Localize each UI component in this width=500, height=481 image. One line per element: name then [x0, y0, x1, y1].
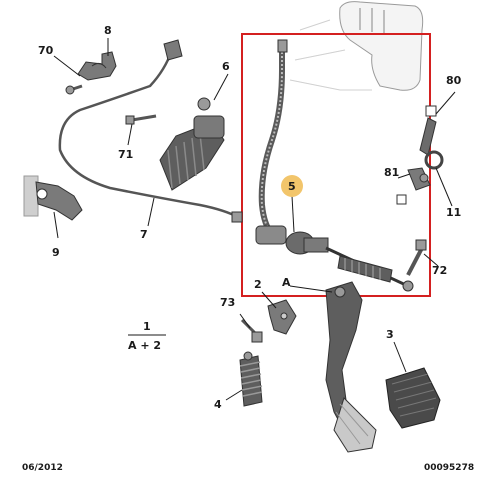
legend-bottom: A + 2	[128, 339, 161, 352]
callout-11: 11	[446, 206, 461, 219]
slave-cylinder	[159, 97, 225, 191]
callout-81: 81	[384, 166, 399, 179]
reservoir-housing	[289, 1, 424, 91]
leader-lines	[53, 38, 456, 401]
bolt-70	[65, 84, 83, 95]
callout-70: 70	[38, 44, 54, 57]
callout-3: 3	[386, 328, 394, 341]
callout-80: 80	[446, 74, 462, 87]
callout-6: 6	[222, 60, 230, 73]
footer-ref: 00095278	[424, 463, 474, 473]
callout-badge-5	[281, 175, 303, 197]
legend: 1 A + 2	[128, 320, 166, 352]
callout-a: A	[282, 276, 291, 289]
assist-spring	[239, 351, 263, 407]
bolt-71	[125, 114, 157, 125]
pedal-pad	[385, 367, 441, 429]
callout-8: 8	[104, 24, 112, 37]
callout-71: 71	[118, 148, 133, 161]
callout-4: 4	[214, 398, 222, 411]
clutch-pipe	[58, 39, 243, 223]
legend-top: 1	[143, 320, 151, 333]
bracket-8	[77, 51, 117, 81]
clutch-hose	[258, 39, 288, 236]
callout-72: 72	[432, 264, 447, 277]
bolt-72	[406, 239, 427, 276]
bolt-73	[240, 318, 263, 343]
callout-5: 5	[288, 180, 296, 193]
callout-2: 2	[254, 278, 262, 291]
clip-9	[23, 175, 83, 221]
callout-73: 73	[220, 296, 235, 309]
footer-date: 06/2012	[22, 463, 63, 473]
callout-7: 7	[140, 228, 148, 241]
callout-9: 9	[52, 246, 60, 259]
clutch-pedal	[325, 281, 377, 453]
pivot-2	[267, 299, 297, 335]
master-cylinder	[255, 225, 414, 292]
pedal-switch	[396, 105, 444, 205]
